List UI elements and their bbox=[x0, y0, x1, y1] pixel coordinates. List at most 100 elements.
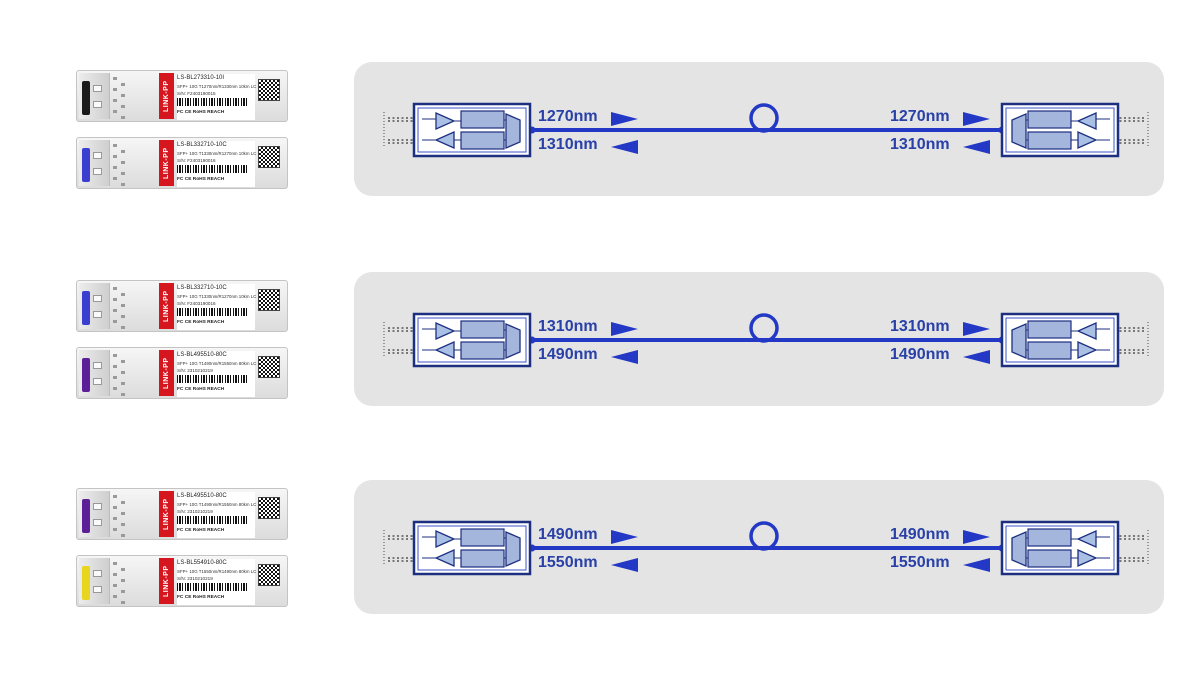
transceiver-block bbox=[383, 312, 532, 368]
heatsink-tab bbox=[121, 578, 125, 582]
laser-driver-chip bbox=[460, 110, 505, 129]
lc-port bbox=[93, 378, 102, 385]
heatsink-tab bbox=[121, 500, 125, 504]
heatsink-tab bbox=[113, 166, 117, 169]
module-label: LS-BL495510-80C SFP+ 10G T1490nm/R1550nm … bbox=[177, 492, 268, 538]
module-cage bbox=[79, 140, 110, 186]
wavelength-label-right-bottom: 1310nm bbox=[890, 136, 950, 153]
tx-amplifier-icon bbox=[435, 321, 456, 341]
bail-latch bbox=[82, 566, 90, 600]
lc-port bbox=[93, 311, 102, 318]
brand-logo: LINK-PP bbox=[159, 491, 174, 537]
transceiver-block bbox=[383, 102, 532, 158]
heatsink-tab bbox=[113, 595, 117, 598]
rx-arrow-icon bbox=[611, 140, 638, 154]
lc-port bbox=[93, 519, 102, 526]
heatsink-tab bbox=[121, 115, 125, 119]
transceiver-inner-frame bbox=[1005, 107, 1115, 153]
heatsink-tab bbox=[113, 287, 117, 290]
photodetector-chip bbox=[1027, 131, 1072, 150]
heatsink-tab bbox=[113, 376, 117, 379]
link-schematic bbox=[383, 102, 1149, 158]
heatsink-tab bbox=[113, 495, 117, 498]
fiber-loop-icon bbox=[749, 521, 779, 551]
tx-arrow-icon bbox=[611, 322, 638, 336]
qr-code bbox=[258, 356, 280, 378]
wdm-filter-icon bbox=[505, 113, 521, 149]
tx-arrow-icon bbox=[963, 322, 990, 336]
barcode bbox=[177, 308, 247, 316]
part-number: LS-BL554910-80C bbox=[177, 560, 227, 566]
brand-logo: LINK-PP bbox=[159, 140, 174, 186]
heatsink-tab bbox=[121, 600, 125, 604]
heatsink-tab bbox=[121, 182, 125, 186]
part-number: LS-BL332710-10C bbox=[177, 285, 227, 291]
heatsink-tab bbox=[121, 511, 125, 515]
internal-trace bbox=[422, 536, 506, 559]
tx-arrow-icon bbox=[963, 112, 990, 126]
part-number: LS-BL495510-80C bbox=[177, 493, 227, 499]
module-description: SFP+ 10G T1490nm/R1550nm 80km LC DDM bbox=[177, 502, 268, 507]
heatsink-tab bbox=[113, 298, 117, 301]
heatsink-tab bbox=[121, 567, 125, 571]
certification-marks: FC CE RoHS REACH bbox=[177, 528, 225, 533]
heatsink-tab bbox=[113, 177, 117, 180]
serial-number: S/N: 2310210219 bbox=[177, 509, 213, 514]
wavelength-label-right-top: 1270nm bbox=[890, 108, 950, 125]
heatsink-tab bbox=[113, 528, 117, 531]
laser-driver-chip bbox=[460, 528, 505, 547]
laser-driver-chip bbox=[1027, 320, 1072, 339]
barcode bbox=[177, 165, 247, 173]
rx-arrow-icon bbox=[963, 140, 990, 154]
bail-latch bbox=[82, 358, 90, 392]
brand-logo: LINK-PP bbox=[159, 350, 174, 396]
qr-code bbox=[258, 289, 280, 311]
heatsink-tab bbox=[113, 573, 117, 576]
wavelength-label-left-top: 1490nm bbox=[538, 526, 598, 543]
transceiver-inner-frame bbox=[1005, 317, 1115, 363]
module-description: SFP+ 10G T1270nm/R1330nm 10km LC DDM bbox=[177, 84, 268, 89]
lc-port bbox=[93, 168, 102, 175]
heatsink-tab bbox=[113, 387, 117, 390]
lc-port bbox=[93, 85, 102, 92]
wdm-filter-icon bbox=[505, 323, 521, 359]
transceiver-inner-frame bbox=[417, 317, 527, 363]
heatsink-tab bbox=[113, 99, 117, 102]
lc-port bbox=[93, 152, 102, 159]
laser-driver-chip bbox=[460, 320, 505, 339]
internal-trace bbox=[1026, 328, 1110, 351]
certification-marks: FC CE RoHS REACH bbox=[177, 320, 225, 325]
certification-marks: FC CE RoHS REACH bbox=[177, 387, 225, 392]
heatsink-tab bbox=[113, 309, 117, 312]
brand-logo: LINK-PP bbox=[159, 283, 174, 329]
laser-driver-chip bbox=[1027, 110, 1072, 129]
fiber-loop-icon bbox=[749, 313, 779, 343]
internal-trace bbox=[1026, 118, 1110, 141]
wavelength-label-left-top: 1310nm bbox=[538, 318, 598, 335]
serial-number: S/N: F2403190015 bbox=[177, 91, 216, 96]
wavelength-label-left-bottom: 1310nm bbox=[538, 136, 598, 153]
heatsink-tab bbox=[113, 517, 117, 520]
transceiver-inner-frame bbox=[1005, 525, 1115, 571]
bail-latch bbox=[82, 148, 90, 182]
part-number: LS-BL495510-80C bbox=[177, 352, 227, 358]
certification-marks: FC CE RoHS REACH bbox=[177, 177, 225, 182]
heatsink-tab bbox=[113, 506, 117, 509]
qr-code bbox=[258, 564, 280, 586]
heatsink-tab bbox=[121, 589, 125, 593]
module-cage bbox=[79, 558, 110, 604]
wdm-filter-icon bbox=[1011, 531, 1027, 567]
rx-arrow-icon bbox=[963, 558, 990, 572]
brand-logo: LINK-PP bbox=[159, 558, 174, 604]
